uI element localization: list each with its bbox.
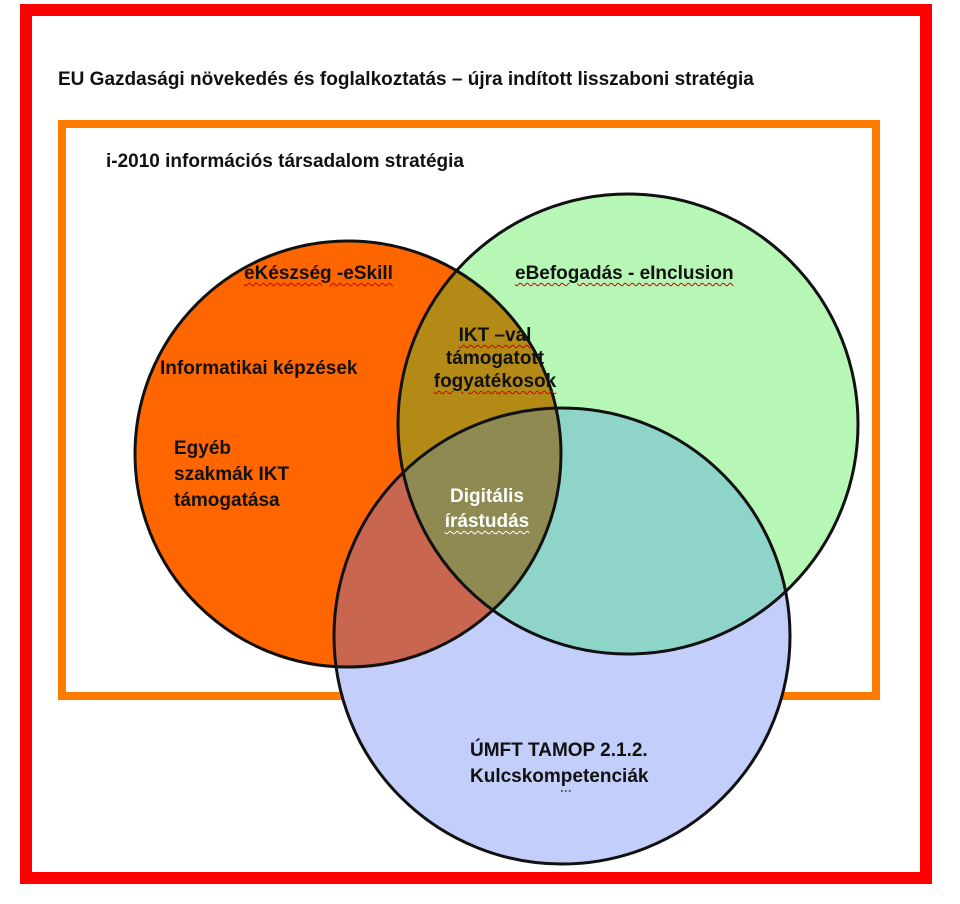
outer-title: EU Gazdasági növekedés és foglalkoztatás… xyxy=(58,69,754,90)
eskill-item-egyeb-line-3: támogatása xyxy=(174,490,280,511)
eskill-item-informatikai: Informatikai képzések xyxy=(160,358,358,379)
outline-kulcs xyxy=(332,406,792,866)
outer-frame xyxy=(20,4,932,884)
all-three-line-1: Digitális xyxy=(450,486,524,507)
all-three-label: Digitális írástudás xyxy=(412,484,562,534)
overlap-all-three xyxy=(398,408,561,654)
einclusion-title: eBefogadás - eInclusion xyxy=(515,263,734,284)
eskill-item-egyeb-line-2: szakmák IKT xyxy=(174,464,290,485)
overlap-ikt-line-3: fogyatékosok xyxy=(433,371,557,392)
kulcs-line-2: Kulcskompetenciák xyxy=(470,766,649,787)
overlap-ikt-line-2: támogatott xyxy=(445,348,545,369)
eskill-item-egyeb: Egyéb szakmák IKT támogatása xyxy=(174,436,289,514)
eskill-title: eKészség -eSkill xyxy=(244,263,393,284)
overlap-ikt-line-1: IKT –val xyxy=(458,325,532,346)
kulcs-cut-line: ... xyxy=(560,779,572,795)
outline-eskill xyxy=(133,239,563,669)
kulcs-line-1: ÚMFT TAMOP 2.1.2. xyxy=(470,740,648,761)
overlap-eskill-einclusion-label: IKT –val támogatott fogyatékosok xyxy=(400,324,590,393)
kulcs-label: ÚMFT TAMOP 2.1.2. Kulcskompetenciák xyxy=(470,738,648,790)
inner-title: i-2010 információs társadalom stratégia xyxy=(106,151,464,172)
outline-einclusion xyxy=(396,192,860,656)
eskill-item-egyeb-line-1: Egyéb xyxy=(174,438,232,459)
all-three-line-2: írástudás xyxy=(444,511,530,532)
